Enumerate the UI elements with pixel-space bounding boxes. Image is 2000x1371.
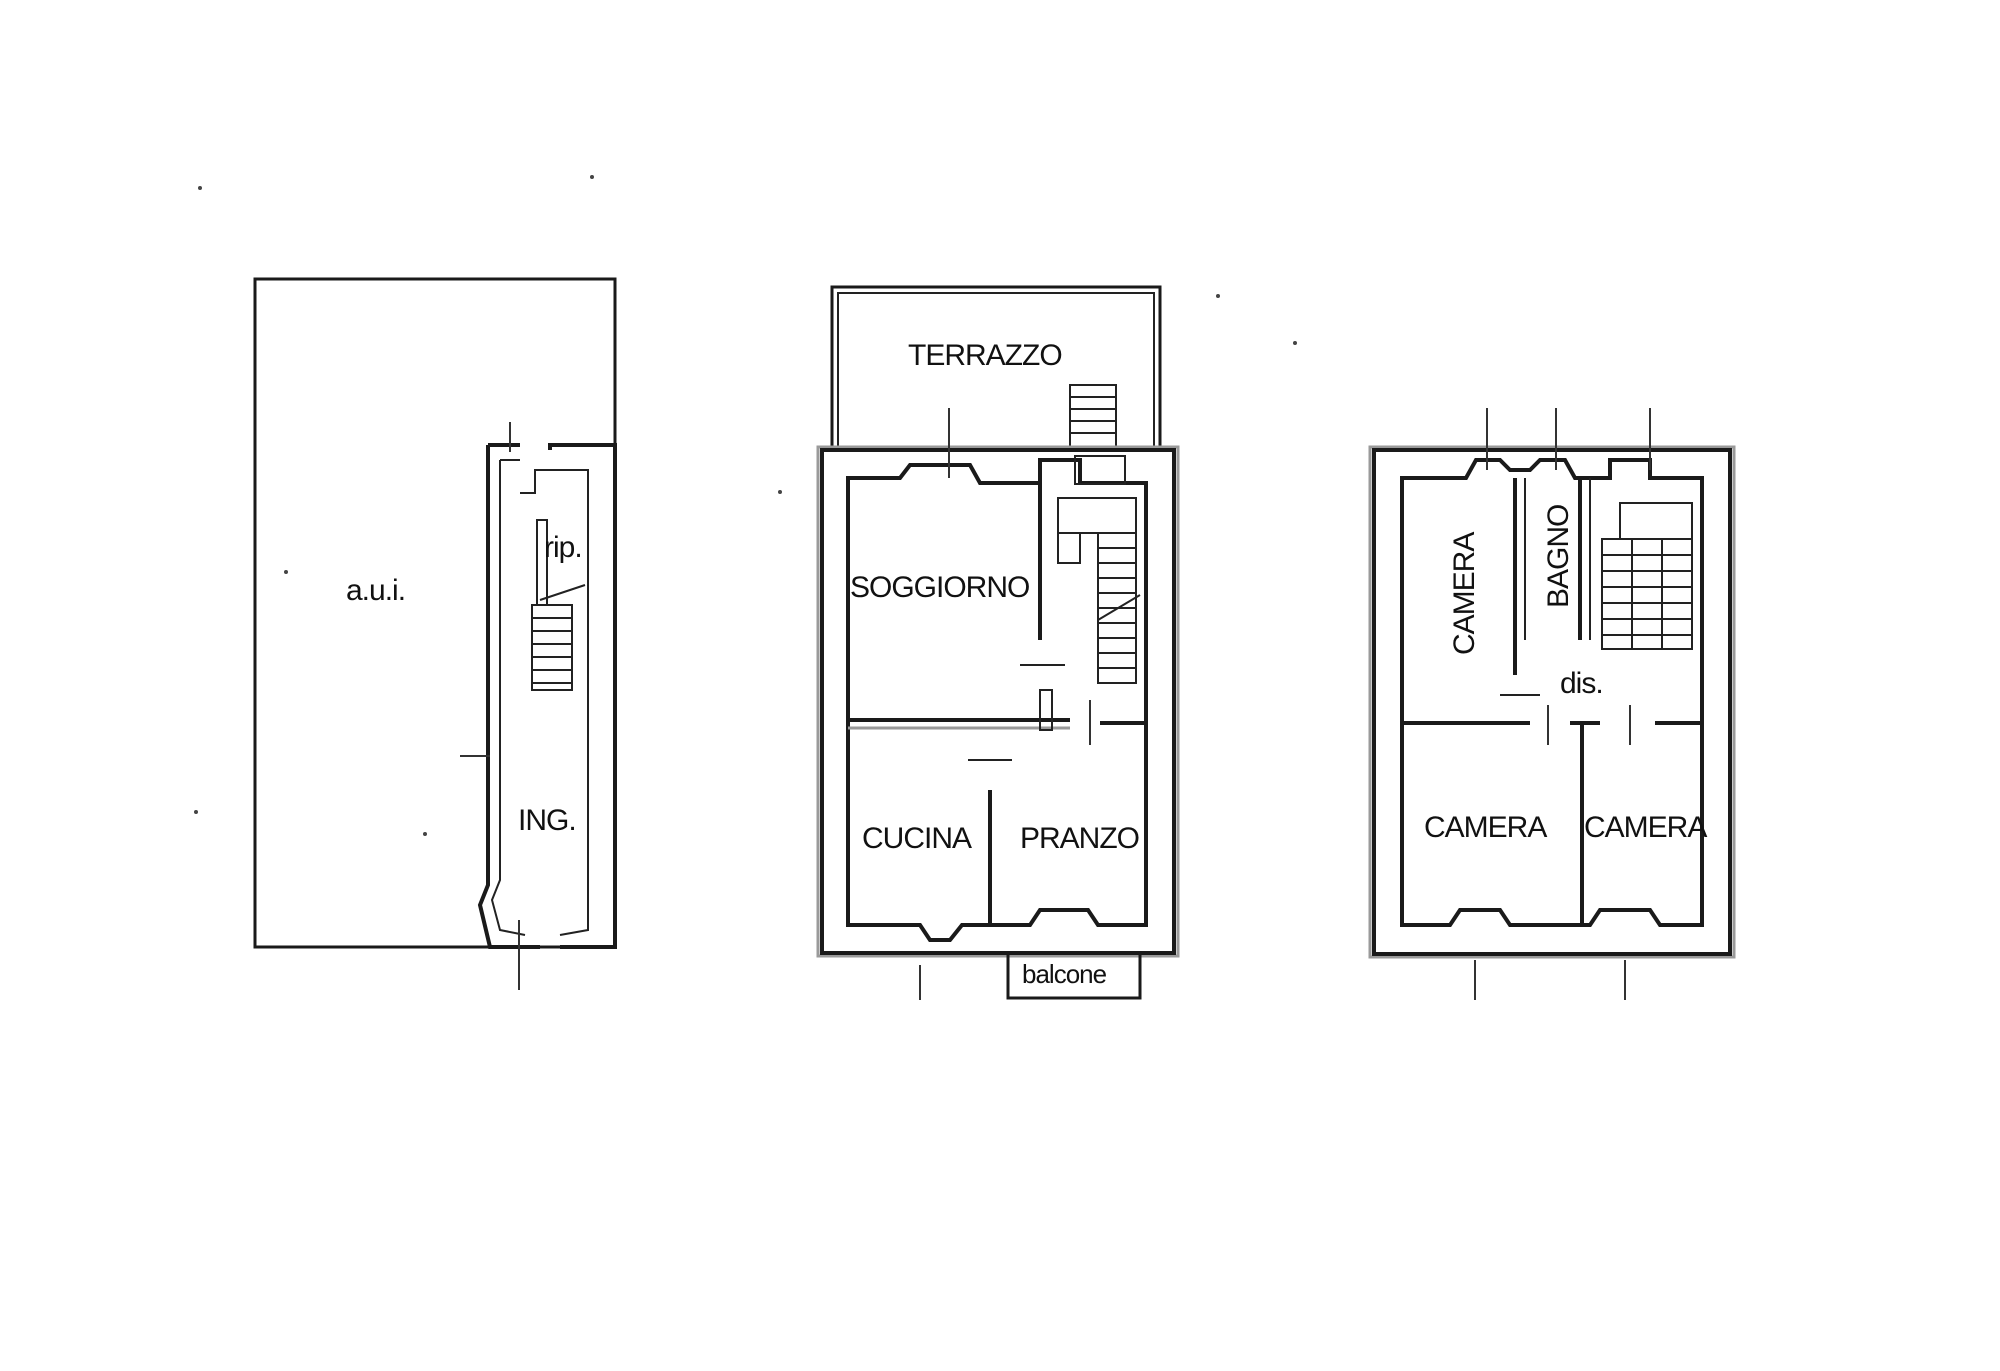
scan-specks bbox=[194, 175, 1297, 836]
label-cucina: CUCINA bbox=[862, 822, 972, 855]
label-balcone: balcone bbox=[1022, 959, 1107, 989]
ground-floor-plan: a.u.i. rip. ING. bbox=[253, 277, 617, 990]
second-floor-inner-outline bbox=[1400, 458, 1704, 927]
first-floor-inner-outline bbox=[846, 458, 1148, 942]
label-terrazzo: TERRAZZO bbox=[908, 339, 1062, 372]
ground-inner-wall bbox=[490, 459, 589, 936]
label-dis: dis. bbox=[1560, 667, 1603, 700]
label-ing: ING. bbox=[518, 804, 576, 837]
label-soggiorno: SOGGIORNO bbox=[850, 571, 1029, 604]
first-floor-plan: TERRAZZO SOGGIORNO CUCINA PRANZO balcone bbox=[816, 285, 1180, 1000]
ground-stair bbox=[531, 519, 586, 691]
second-floor-stair bbox=[1601, 502, 1693, 650]
second-floor-plan: CAMERA BAGNO dis. CAMERA CAMERA bbox=[1368, 408, 1736, 1000]
second-floor-outline bbox=[1372, 448, 1732, 956]
label-aui: a.u.i. bbox=[346, 574, 405, 607]
first-floor-stair bbox=[1057, 455, 1141, 684]
balcone-area bbox=[1006, 951, 1142, 1000]
label-camera-bottom-right: CAMERA bbox=[1584, 811, 1707, 844]
aui-area bbox=[253, 277, 617, 949]
first-floor-outline bbox=[820, 448, 1176, 955]
label-camera-left: CAMERA bbox=[1448, 532, 1481, 655]
label-pranzo: PRANZO bbox=[1020, 822, 1139, 855]
ground-building-outline bbox=[477, 443, 617, 949]
terrace-stair bbox=[1069, 384, 1117, 448]
label-bagno: BAGNO bbox=[1542, 505, 1575, 608]
label-camera-bottom-left: CAMERA bbox=[1424, 811, 1547, 844]
label-rip: rip. bbox=[544, 531, 582, 564]
